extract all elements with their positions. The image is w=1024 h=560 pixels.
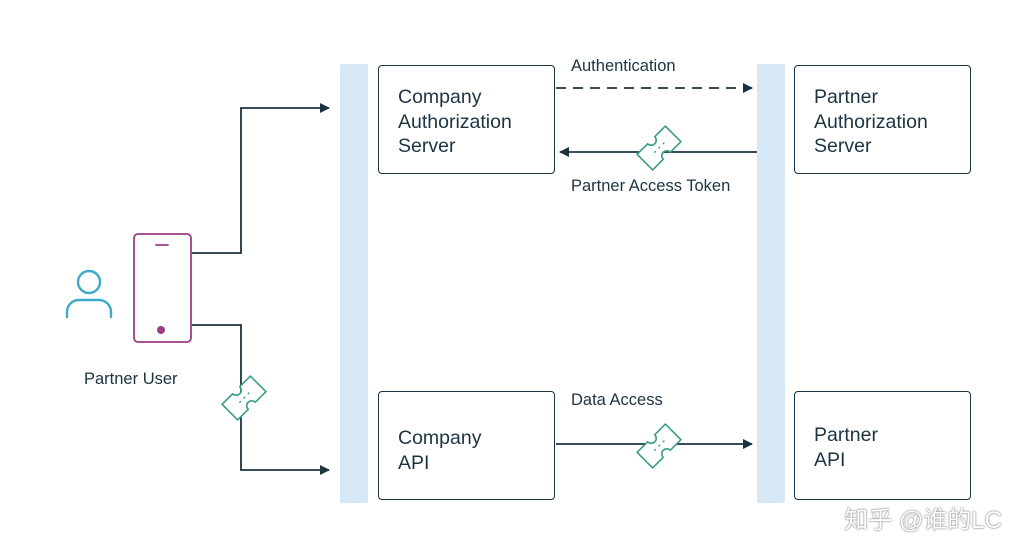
box-label-line: API bbox=[814, 448, 846, 471]
box-label-line: Server bbox=[398, 135, 456, 157]
authentication-label: Authentication bbox=[571, 57, 676, 75]
ticket-icon bbox=[636, 125, 682, 171]
box-label-line: Partner bbox=[814, 86, 878, 108]
ticket-icon bbox=[221, 375, 267, 421]
watermark: 知乎 @谁的LC bbox=[844, 507, 1002, 534]
data-access-label: Data Access bbox=[571, 391, 663, 409]
partner-authorization-server-box: Partner Authorization Server bbox=[794, 65, 971, 174]
box-label-line: Authorization bbox=[398, 110, 512, 133]
ticket-icon bbox=[636, 423, 682, 469]
company-authorization-server-box: Company Authorization Server bbox=[378, 65, 555, 174]
box-label-line: Company bbox=[398, 427, 482, 449]
box-label-line: API bbox=[398, 451, 430, 474]
box-label-line: Authorization bbox=[814, 110, 928, 133]
box-label-line: Server bbox=[814, 135, 872, 157]
box-label-line: Company bbox=[398, 86, 482, 108]
partner-user-label: Partner User bbox=[84, 370, 178, 388]
partner-access-token-label: Partner Access Token bbox=[571, 177, 731, 195]
company-api-box: Company API bbox=[378, 391, 555, 500]
box-label-line: Partner bbox=[814, 424, 878, 446]
partner-boundary-bar bbox=[757, 64, 785, 503]
company-boundary-bar bbox=[340, 64, 368, 503]
partner-api-box: Partner API bbox=[794, 391, 971, 500]
smartphone-icon bbox=[133, 233, 192, 343]
phone-to-auth-connector bbox=[192, 103, 330, 254]
user-icon bbox=[65, 269, 113, 319]
